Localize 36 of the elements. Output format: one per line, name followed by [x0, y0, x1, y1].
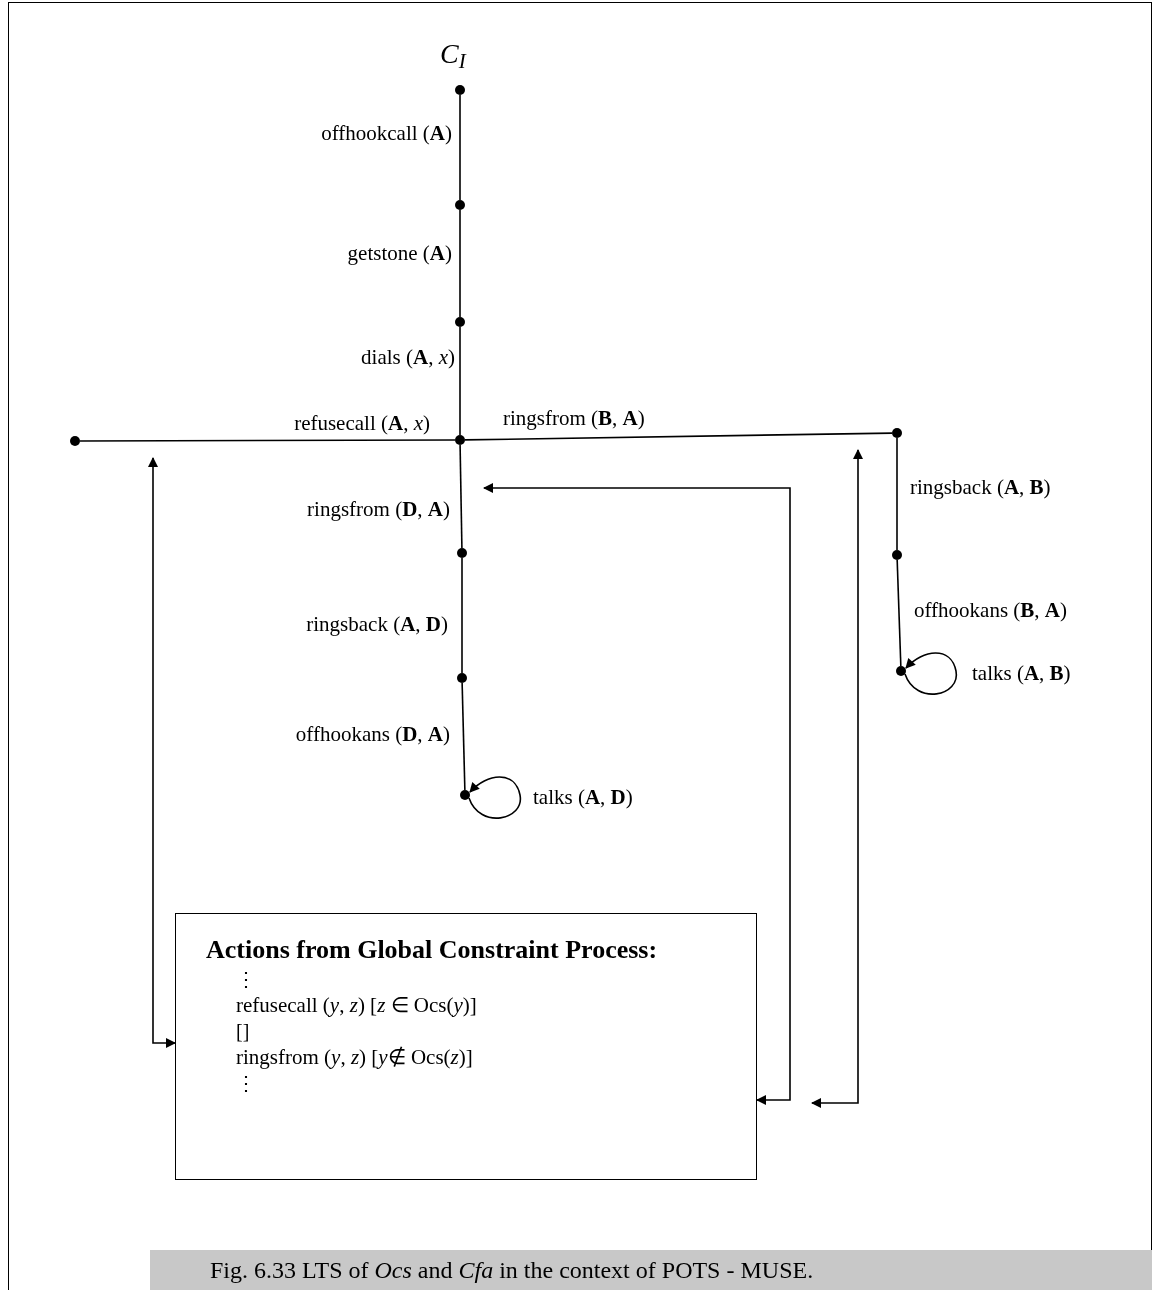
self-loop-arrow [904, 652, 958, 695]
edge-label: ringsback (A, D) [306, 611, 448, 637]
figure-caption: Fig. 6.33 LTS of Ocs and Cfa in the context of POTS - MUSE. [210, 1256, 814, 1285]
edge-label: ringsfrom (B, A) [503, 405, 645, 431]
transition-line [461, 682, 466, 791]
edge-label: ringsfrom (D, A) [307, 496, 450, 522]
transition-line [459, 209, 461, 318]
self-loop-arrow [468, 776, 522, 819]
transition-line [459, 444, 463, 549]
process-name: C$_{I}$ [440, 40, 466, 68]
leader-arrow [811, 449, 863, 1108]
leader-arrow [483, 483, 791, 1105]
edge-label: refusecall (A, x) [294, 410, 430, 436]
vertical-ellipsis: [] [235, 1019, 250, 1044]
edge-label: offhookans (D, A) [295, 721, 450, 747]
transition-line [461, 557, 463, 674]
transition-line [459, 326, 461, 436]
edge-label: getstone (A) [347, 240, 452, 266]
box-heading: Actions from Global Constraint Process: [206, 934, 659, 966]
leader-arrow [148, 457, 176, 1048]
vertical-ellipsis: ⋮ [235, 1071, 256, 1096]
actions-box [175, 913, 757, 1180]
edge-label: ringsback (A, B) [910, 474, 1051, 500]
edge-label: offhookans (B, A) [914, 597, 1068, 623]
edge-label: dials (A, x) [361, 344, 455, 370]
transition-line [79, 439, 456, 442]
action-text: refusecall (y, z) [z ∈ Ocs(y)] [235, 992, 477, 1018]
edge-label: talks (A, B) [972, 660, 1071, 686]
edge-label: offhookcall (A) [321, 120, 452, 146]
transition-line [459, 94, 461, 201]
edge-label: talks (A, D) [533, 784, 633, 810]
action-text: ringsfrom (y, z) [y∉ Ocs(z)] [235, 1044, 473, 1070]
vertical-ellipsis: ⋮ [235, 967, 256, 992]
transition-line [896, 559, 902, 667]
transition-line [896, 437, 898, 551]
transition-line [464, 432, 893, 441]
